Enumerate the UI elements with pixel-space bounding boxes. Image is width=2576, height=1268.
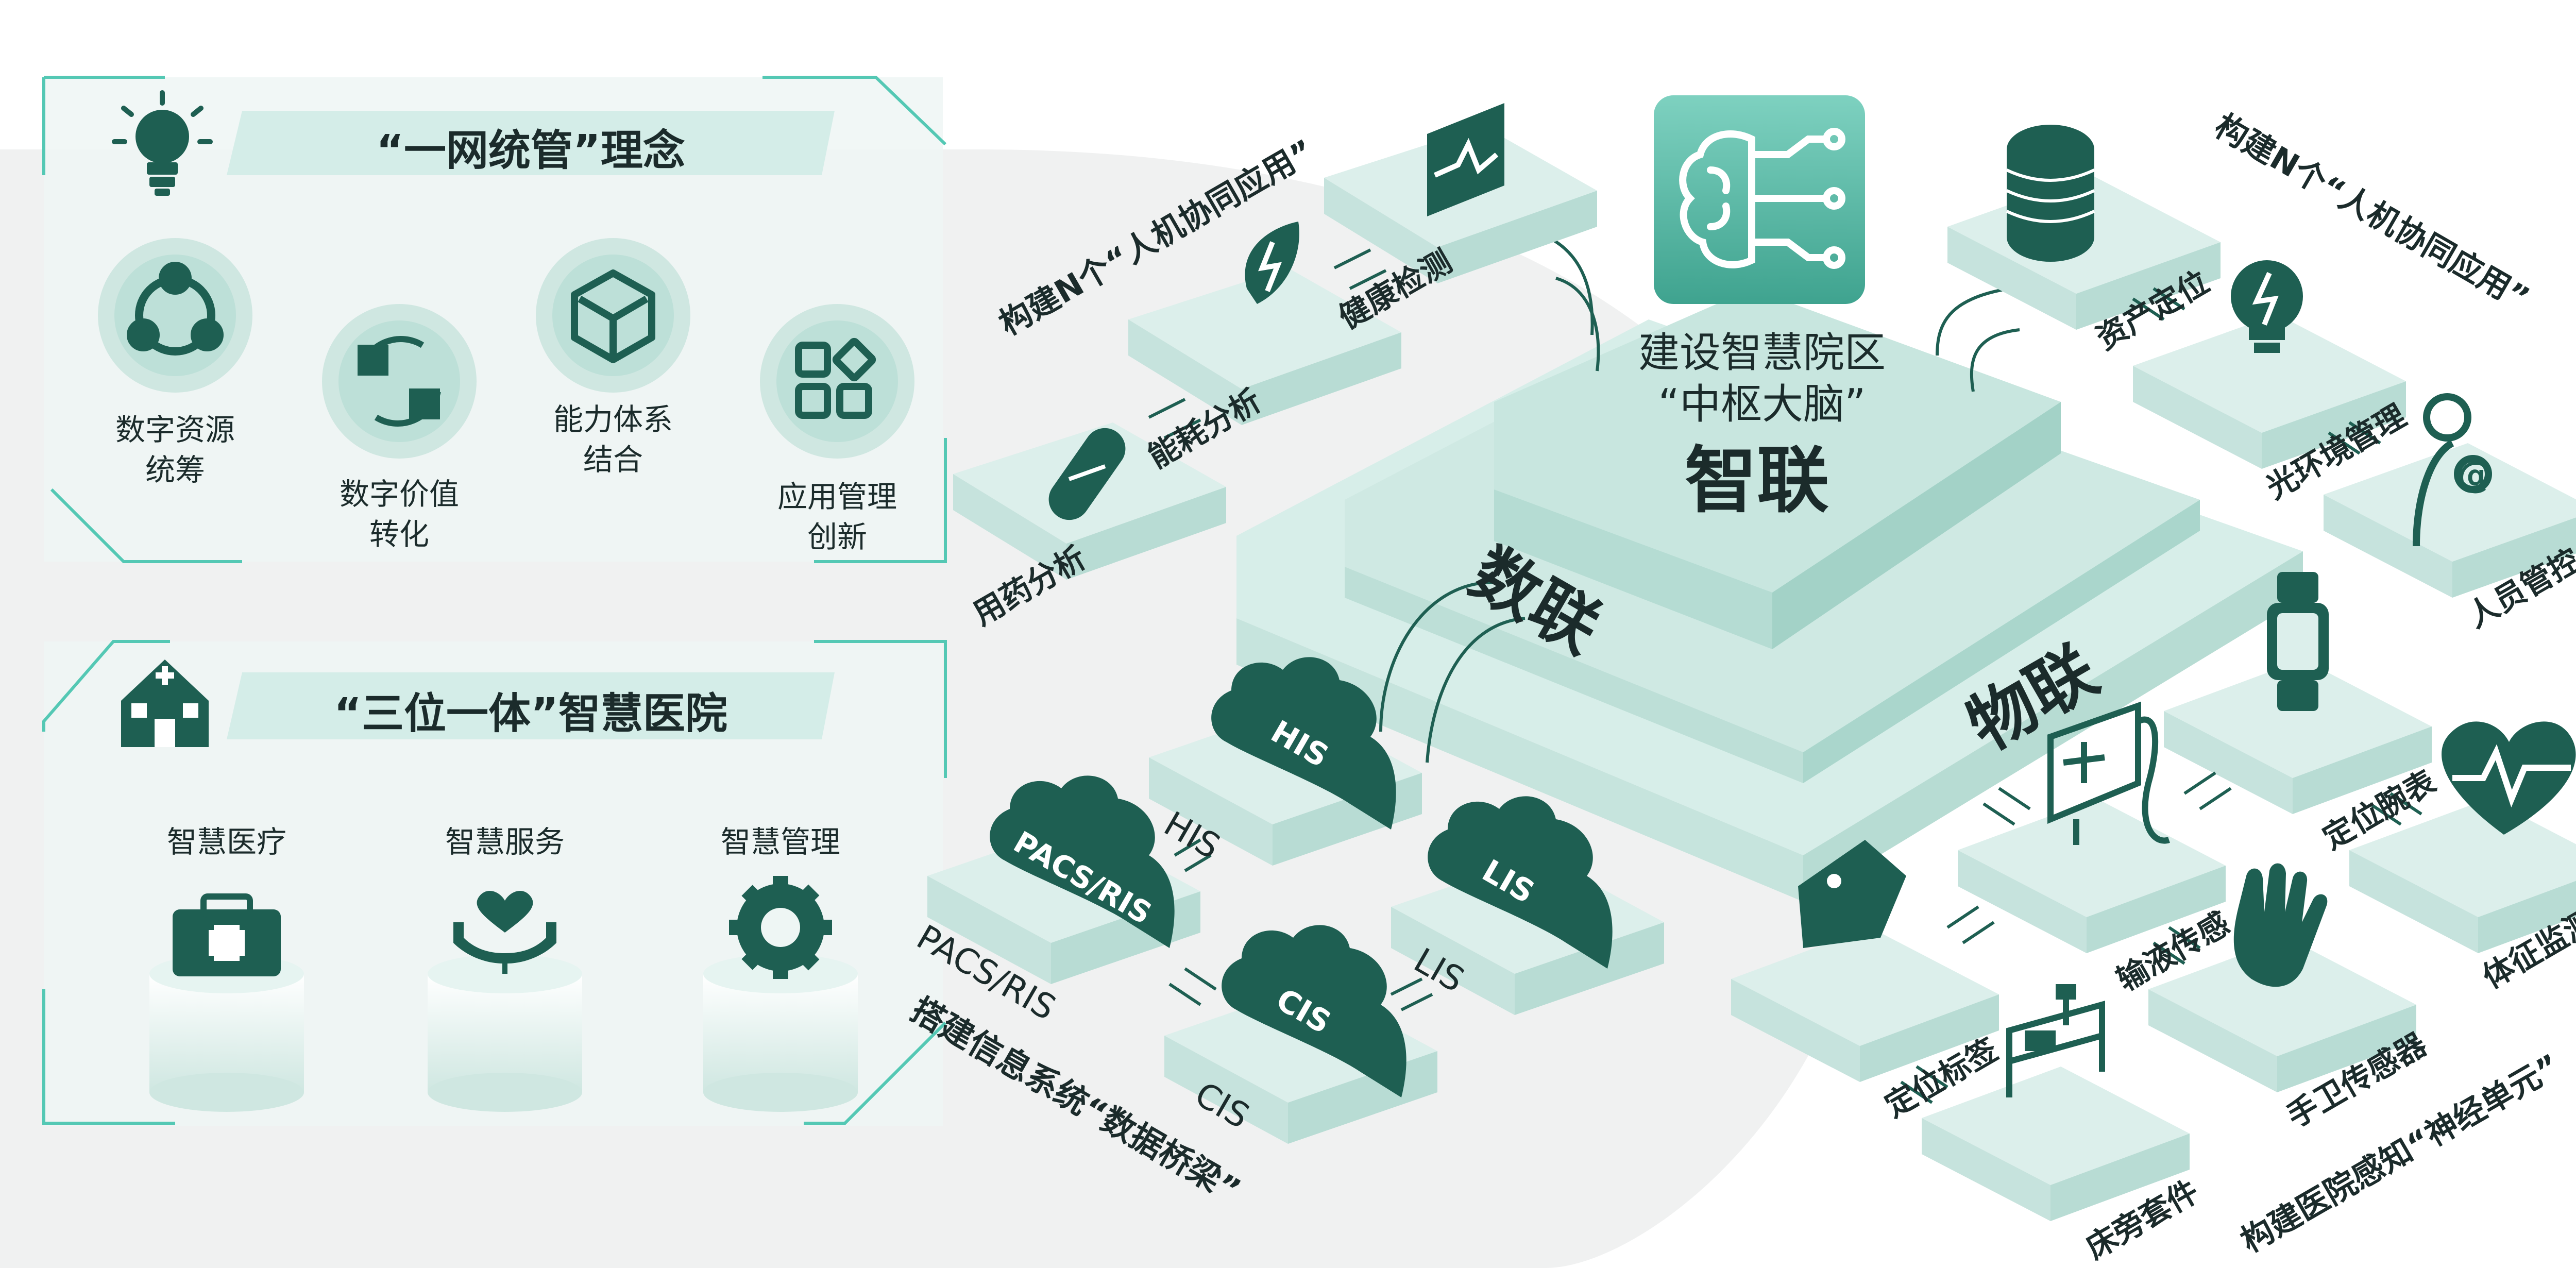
bedside-kit-icon [2006,984,2105,1097]
panel-1-title: “一网统管”理念 [376,126,685,175]
panel-1-item-label: 应用管理 创新 [777,479,897,554]
medical-kit-icon [173,893,281,976]
cloud-icon-his [1211,657,1396,830]
cube-icon [571,269,655,363]
panel-2-title: “三位一体”智慧医院 [334,689,727,738]
watch-icon [2267,572,2329,711]
svg-text:@: @ [2458,453,2494,496]
lightbulb-icon [112,90,213,196]
right-app-tiles [1947,175,2576,598]
panel-2-item-label: 智慧管理 [720,824,840,859]
location-tag-icon [1798,840,1906,948]
panel-1-item-label: 数字价值 转化 [339,477,459,552]
coin-stack-icon [2006,125,2095,262]
vital-heart-icon [2442,721,2576,835]
panel-1-item-label: 数字资源 统筹 [115,412,235,487]
hand-icon [2233,863,2328,987]
panel-2-item-label: 智慧医疗 [166,824,286,859]
cycle-cubes-icon [358,336,441,427]
panel-2-item-label: 智慧服务 [445,824,565,859]
light-bulb-icon [2231,260,2303,353]
zhilian-label: 智联 [1685,439,1829,523]
panel-2-cylinders [149,954,858,1112]
pill-icon [1048,428,1126,520]
brain-title-line1: 建设智慧院区 [1638,329,1886,377]
heart-hand-icon [453,890,556,974]
energy-leaf-icon [1245,222,1299,304]
gear-icon [729,876,832,979]
sensor-tiles [1731,660,2576,1221]
share-icon [127,262,224,356]
health-monitor-icon [1427,103,1504,216]
brain-icon [1654,95,1865,304]
panel-1-item-label: 能力体系 结合 [553,402,673,477]
infusion-icon [2047,701,2170,845]
cloud-icon-lis [1428,796,1613,969]
cloud-icon-pacs [990,775,1175,948]
brain-title-line2: “中枢大脑” [1658,380,1866,428]
pyramid-top-tier [1494,289,2061,649]
person-at-icon: @ [2413,393,2494,547]
hospital-icon [121,660,209,747]
apps-grid-icon [795,337,876,419]
cloud-icon-cis [1222,925,1406,1097]
